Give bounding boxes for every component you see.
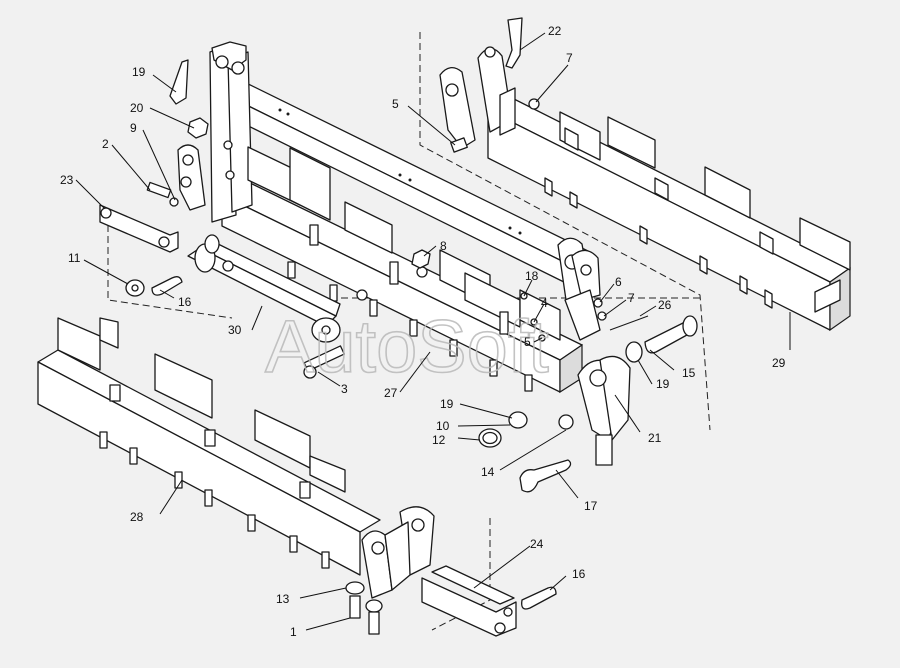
callout-19-left: 19 [440,397,454,411]
callout-12: 12 [432,433,446,447]
callout-30: 30 [228,323,242,337]
rear-beam-right [487,95,851,332]
callout-6: 6 [615,275,622,289]
callout-13: 13 [276,592,290,606]
callout-15: 15 [682,366,696,380]
callout-4: 4 [541,296,548,310]
callout-16-lower: 16 [572,567,586,581]
callout-5-lower: 5 [524,335,531,349]
callout-14: 14 [481,465,495,479]
rear-hitch-bracket [439,17,540,153]
callout-2: 2 [102,137,109,151]
callout-5-upper: 5 [392,97,399,111]
callout-25: 19 [132,65,146,79]
callout-10: 10 [436,419,450,433]
callout-19-right: 19 [656,377,670,391]
callouts: 19 20 9 2 23 11 16 30 3 27 8 18 4 5 6 7 … [60,24,786,639]
callout-9: 9 [130,121,137,135]
main-frame [177,41,601,394]
callout-18: 18 [525,269,539,283]
lower-link [421,565,557,637]
watermark-text: AutoSoft [265,305,549,388]
callout-27: 27 [384,386,398,400]
callout-3: 3 [341,382,348,396]
front-beam-left [37,317,435,635]
callout-17: 17 [584,499,598,513]
left-components [99,59,431,379]
pivot-bracket [478,289,698,493]
callout-26: 26 [658,298,672,312]
callout-24: 24 [530,537,544,551]
callout-7-lower: 7 [628,291,635,305]
callout-8: 8 [440,239,447,253]
callout-16-upper: 16 [178,295,192,309]
callout-29: 29 [772,356,786,370]
callout-7-upper: 7 [566,51,573,65]
callout-28: 28 [130,510,144,524]
callout-20: 20 [130,101,144,115]
leader-lines [75,32,791,631]
callout-21: 21 [648,431,662,445]
callout-23: 23 [60,173,74,187]
callout-22: 22 [548,24,562,38]
callout-11: 11 [68,251,81,265]
callout-1: 1 [290,625,297,639]
